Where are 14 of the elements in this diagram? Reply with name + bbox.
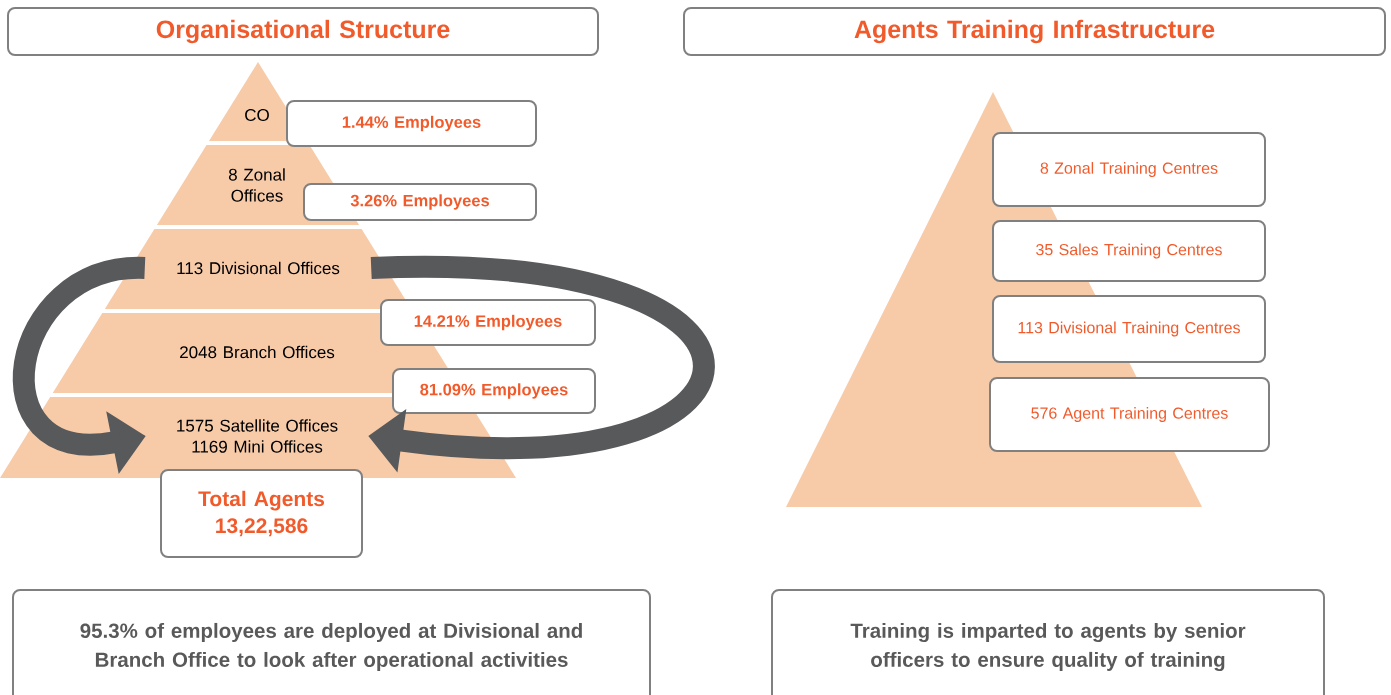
total-box: Total Agents 13,22,586 (160, 469, 363, 558)
title-box: Agents Training Infrastructure (683, 7, 1386, 56)
title-box: Organisational Structure (7, 7, 599, 56)
percentage-box: 3.26% Employees (303, 183, 537, 221)
note-box: 95.3% of employees are deployed at Divisional and Branch Office to look after operational activities (12, 589, 651, 695)
percentage-box: 1.44% Employees (286, 100, 537, 147)
pyramid-band: 113 Divisional Offices (104, 229, 412, 309)
training-box: 8 Zonal Training Centres (992, 132, 1266, 207)
percentage-box: 81.09% Employees (392, 368, 596, 414)
percentage-box: 14.21% Employees (380, 299, 596, 346)
training-box: 35 Sales Training Centres (992, 220, 1266, 282)
training-box: 576 Agent Training Centres (989, 377, 1270, 452)
training-box: 113 Divisional Training Centres (992, 295, 1266, 363)
note-box: Training is imparted to agents by senior officers to ensure quality of training (771, 589, 1325, 695)
